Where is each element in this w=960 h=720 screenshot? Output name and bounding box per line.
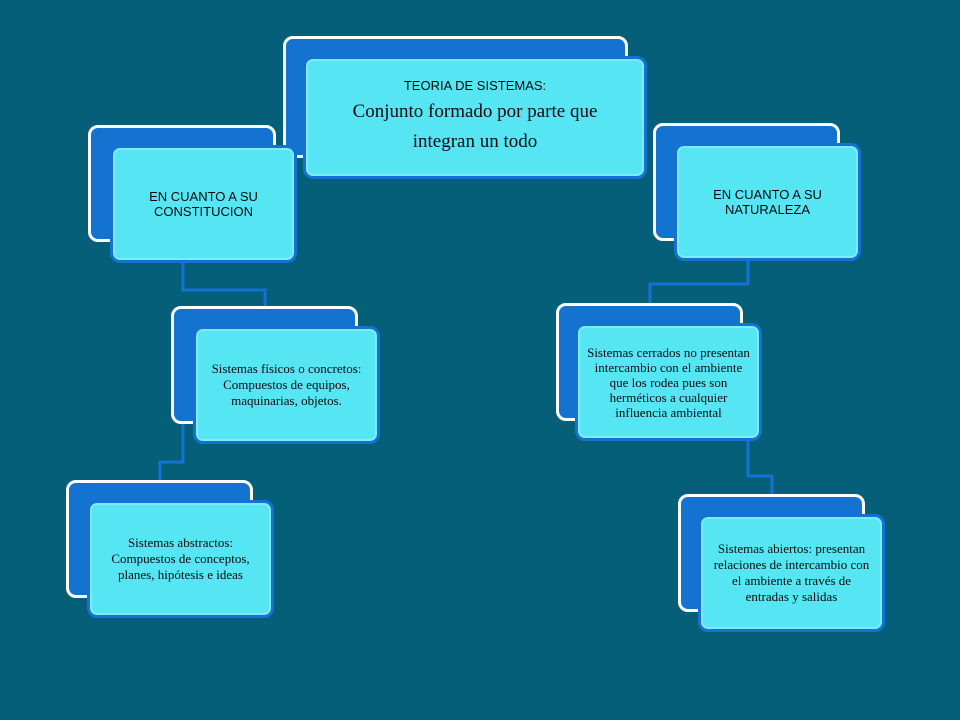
left-abstract-front: Sistemas abstractos: Compuestos de conce… [87, 500, 274, 618]
left-category-label: EN CUANTO A SU CONSTITUCION [149, 189, 258, 219]
left-physical-text: Sistemas físicos o concretos: Compuestos… [211, 361, 362, 408]
connector-right-category-to-closed [648, 260, 750, 305]
right-category-label: EN CUANTO A SU NATURALEZA [713, 187, 822, 217]
connector-left-category-to-physical [181, 262, 267, 308]
right-closed-text: Sistemas cerrados no presentan intercamb… [587, 344, 750, 420]
right-closed-front: Sistemas cerrados no presentan intercamb… [575, 323, 762, 441]
connector-right-closed-to-open [746, 440, 774, 496]
left-physical-front: Sistemas físicos o concretos: Compuestos… [193, 326, 380, 444]
root-definition: Conjunto formado por parte que integran … [352, 101, 598, 152]
left-abstract-text: Sistemas abstractos: Compuestos de conce… [111, 535, 250, 582]
connector-left-physical-to-abstract [158, 422, 185, 482]
root-label: TEORIA DE SISTEMAS: [403, 78, 547, 93]
right-open-front: Sistemas abiertos: presentan relaciones … [698, 514, 885, 632]
root-node-front: TEORIA DE SISTEMAS: Conjunto formado por… [303, 56, 647, 179]
left-category-front: EN CUANTO A SU CONSTITUCION [110, 145, 297, 263]
right-category-front: EN CUANTO A SU NATURALEZA [674, 143, 861, 261]
right-open-text: Sistemas abiertos: presentan relaciones … [713, 541, 870, 604]
